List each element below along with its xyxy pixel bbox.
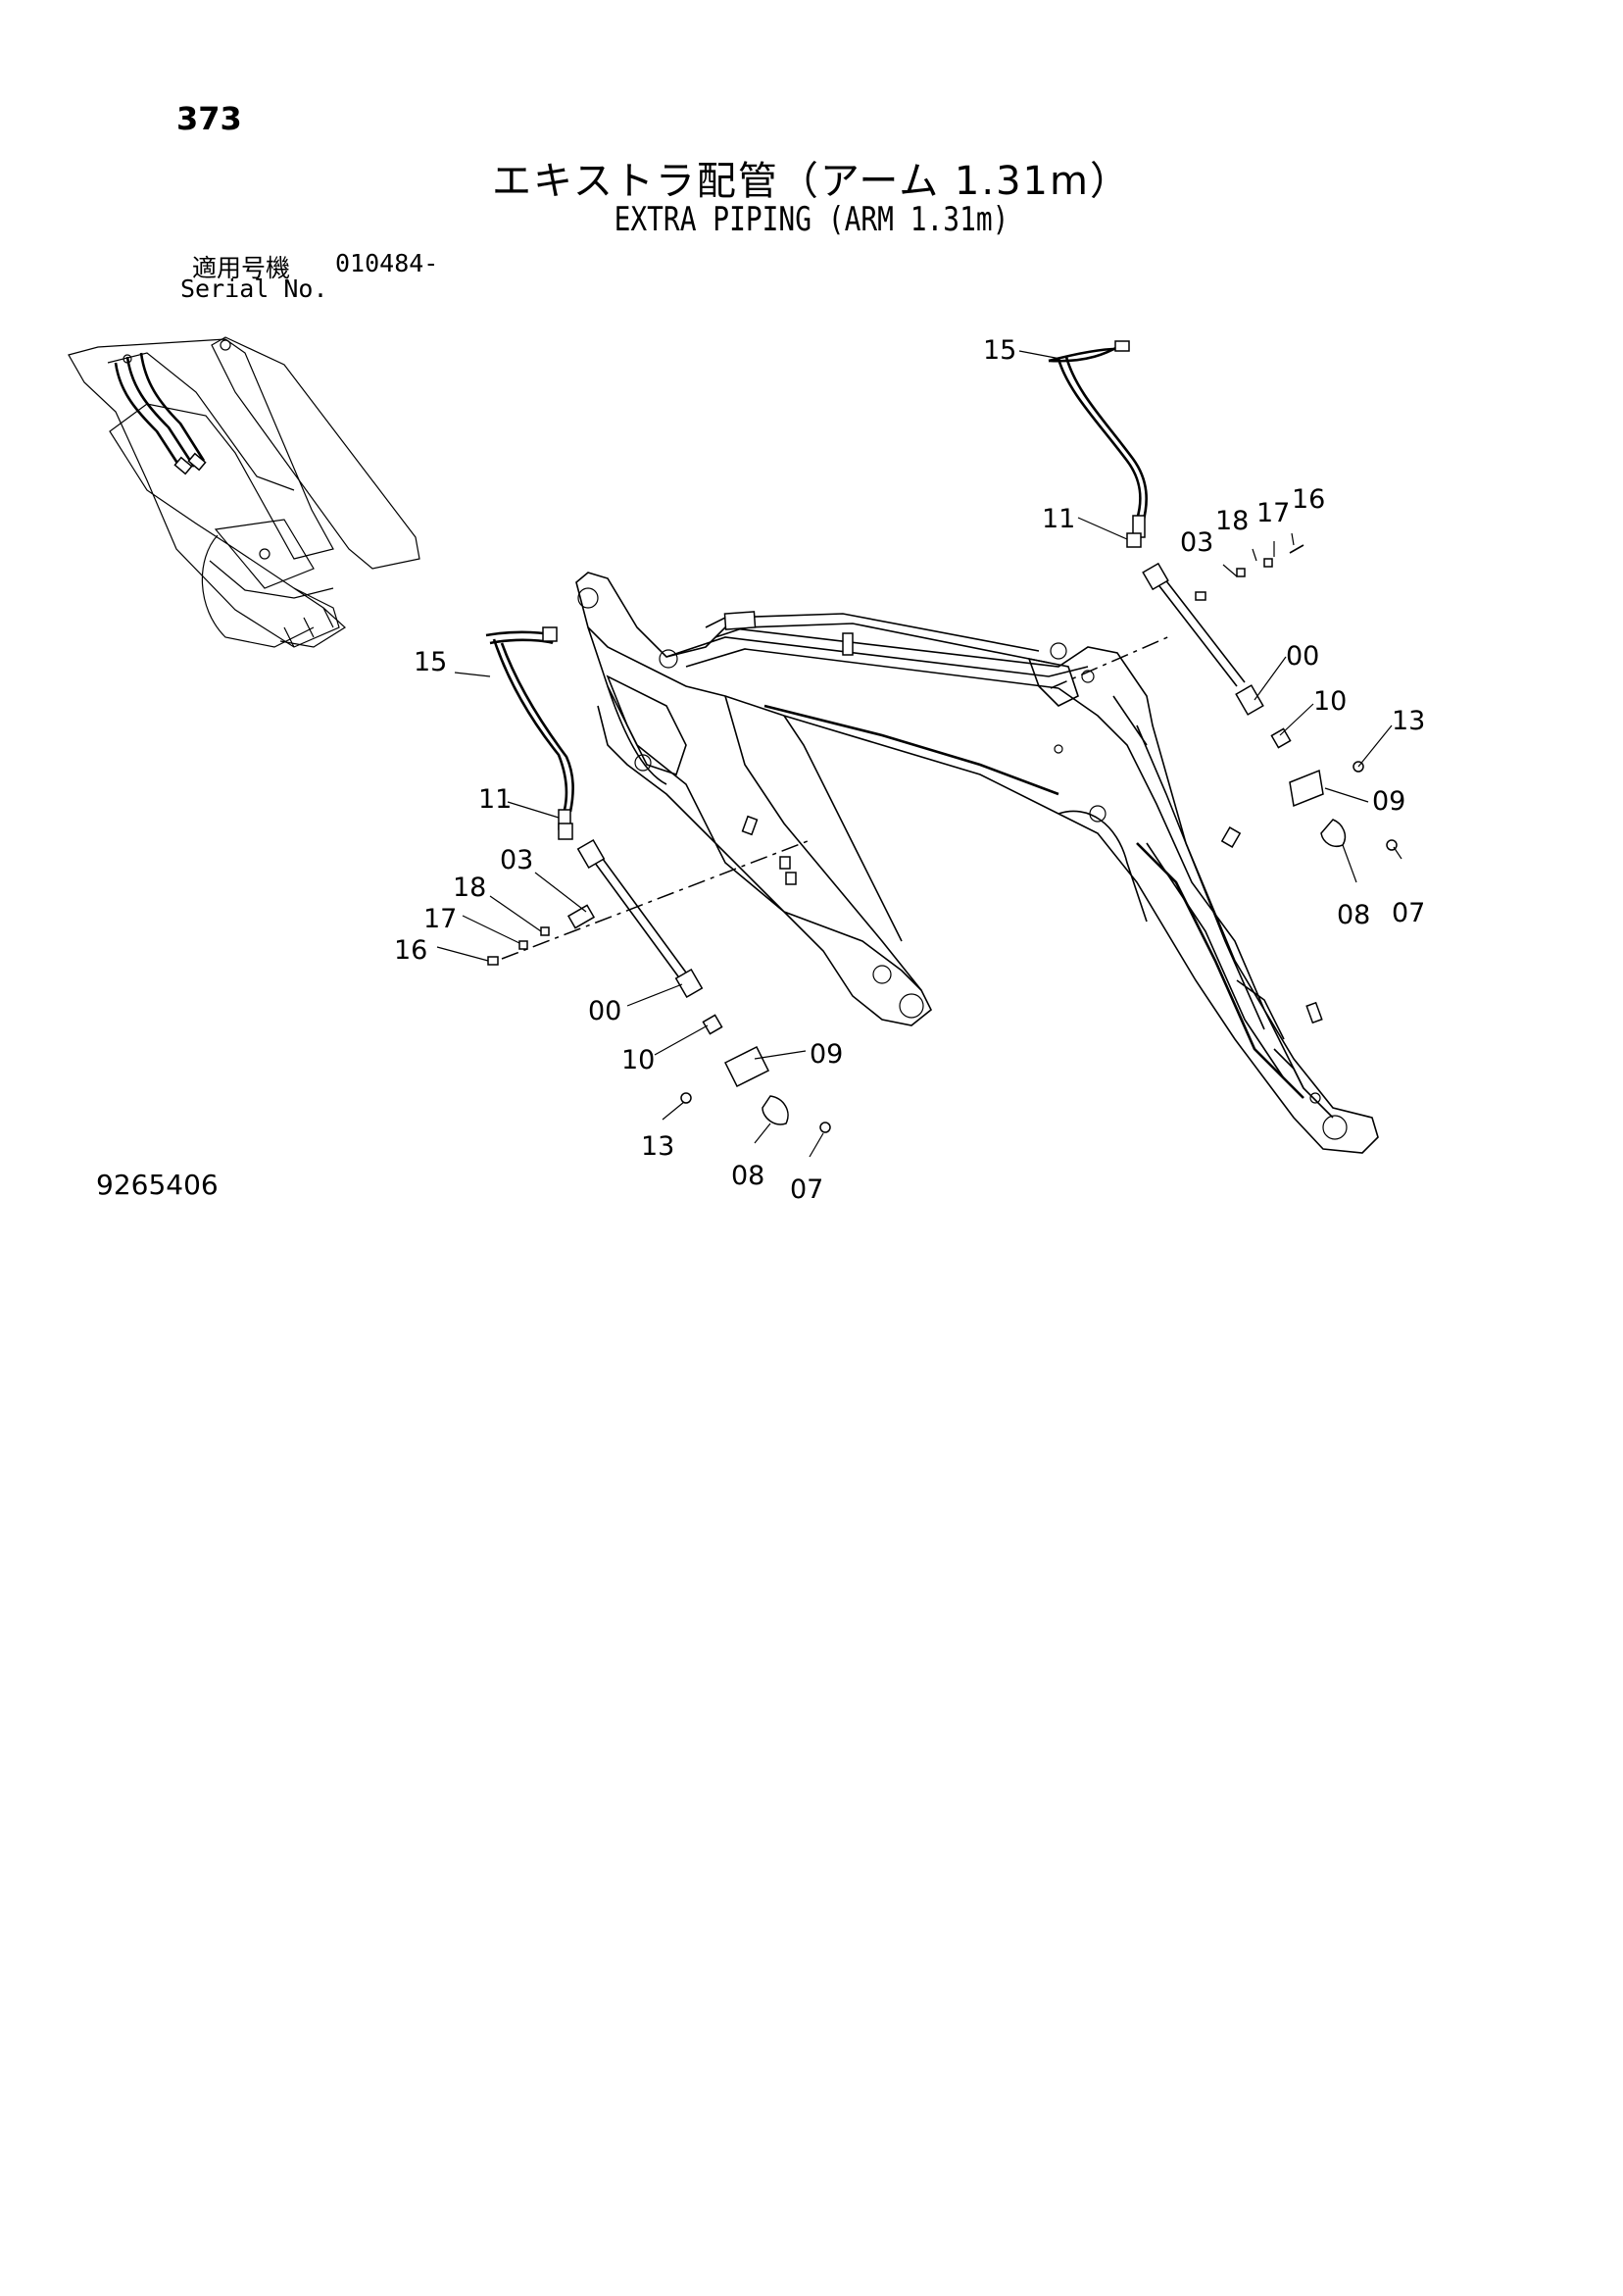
serial-label-english: Serial No. (180, 275, 328, 303)
callout-r16: 16 (1292, 484, 1325, 515)
callout-l18: 18 (453, 873, 486, 903)
callout-l17: 17 (423, 904, 457, 934)
callout-l10: 10 (621, 1045, 655, 1075)
leader-lines (436, 350, 1402, 1158)
callout-r03: 03 (1180, 527, 1213, 558)
title-english: EXTRA PIPING (ARM 1.31m) (614, 200, 1009, 239)
callout-r18: 18 (1215, 506, 1249, 536)
callout-r07: 07 (1392, 898, 1425, 928)
callout-r09: 09 (1372, 786, 1405, 817)
callout-l16: 16 (394, 935, 427, 966)
callout-r08: 08 (1337, 900, 1370, 930)
left-hose-assembly (485, 626, 831, 1133)
callout-l13: 13 (641, 1131, 674, 1162)
callout-r15: 15 (983, 335, 1016, 366)
centerline-left (501, 840, 809, 960)
callout-l03: 03 (500, 845, 533, 875)
callout-l07: 07 (790, 1174, 823, 1205)
callout-l00: 00 (588, 996, 621, 1026)
callout-l09: 09 (810, 1039, 843, 1070)
arm-structure (575, 572, 1379, 1154)
callout-r13: 13 (1392, 706, 1425, 736)
thumbnail-arm-overview (68, 336, 420, 648)
serial-label-japanese: 適用号機 (192, 254, 291, 282)
callout-l15: 15 (414, 647, 447, 677)
page-number: 373 (176, 100, 242, 137)
callout-r00: 00 (1286, 641, 1319, 672)
callout-l08: 08 (731, 1161, 764, 1191)
title-japanese: エキストラ配管（アーム 1.31m） (492, 159, 1131, 204)
callout-r17: 17 (1256, 498, 1290, 528)
callout-r10: 10 (1313, 686, 1347, 717)
callout-r11: 11 (1042, 504, 1075, 534)
right-hose-assembly (1048, 340, 1398, 851)
callout-l11: 11 (478, 784, 512, 815)
centerline-right (1050, 634, 1173, 689)
drawing-number: 9265406 (96, 1169, 219, 1201)
serial-number-value: 010484- (335, 249, 439, 277)
